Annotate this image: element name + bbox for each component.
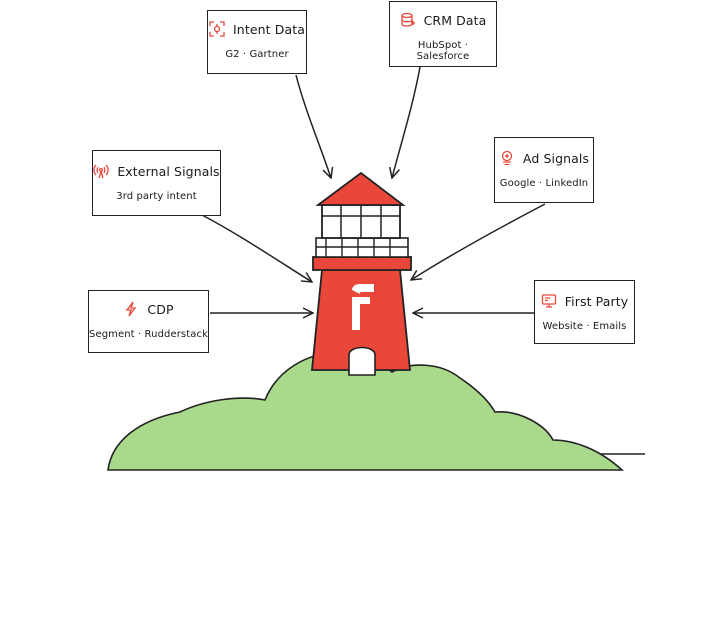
- megaphone-icon: [501, 150, 513, 166]
- node-crm-title: CRM Data: [423, 12, 487, 28]
- monitor-icon: [541, 294, 556, 308]
- node-external-subtitle: 3rd party intent: [116, 191, 197, 202]
- target-icon: [209, 21, 225, 37]
- node-crm-subtitle: HubSpot · Salesforce: [416, 40, 470, 62]
- bolt-icon: [126, 301, 137, 317]
- node-ad-subtitle: Google · LinkedIn: [499, 178, 589, 189]
- node-firstparty-subtitle: Website · Emails: [542, 321, 627, 332]
- node-intent: Intent Data G2 · Gartner: [207, 10, 307, 74]
- broadcast-icon: [93, 164, 110, 179]
- node-external: External Signals 3rd party intent: [92, 150, 221, 216]
- node-firstparty-title: First Party: [564, 293, 629, 309]
- node-cdp-title: CDP: [147, 301, 174, 317]
- node-intent-subtitle: G2 · Gartner: [225, 49, 289, 60]
- node-cdp: CDP Segment · Rudderstack: [88, 290, 209, 353]
- node-intent-title: Intent Data: [233, 21, 305, 37]
- node-ad: Ad Signals Google · LinkedIn: [494, 137, 594, 203]
- node-crm: CRM Data HubSpot · Salesforce: [389, 1, 497, 67]
- node-cdp-subtitle: Segment · Rudderstack: [89, 329, 208, 340]
- connector-intent: [295, 74, 331, 178]
- lighthouse: [311, 171, 412, 376]
- node-external-title: External Signals: [117, 163, 220, 179]
- connector-ad: [411, 203, 546, 280]
- database-icon: [400, 12, 415, 27]
- connector-crm: [392, 66, 421, 178]
- node-ad-title: Ad Signals: [522, 150, 590, 166]
- brand-logo-icon: [352, 284, 374, 330]
- connectors: [201, 66, 546, 313]
- node-firstparty: First Party Website · Emails: [534, 280, 635, 344]
- connector-external: [201, 214, 312, 282]
